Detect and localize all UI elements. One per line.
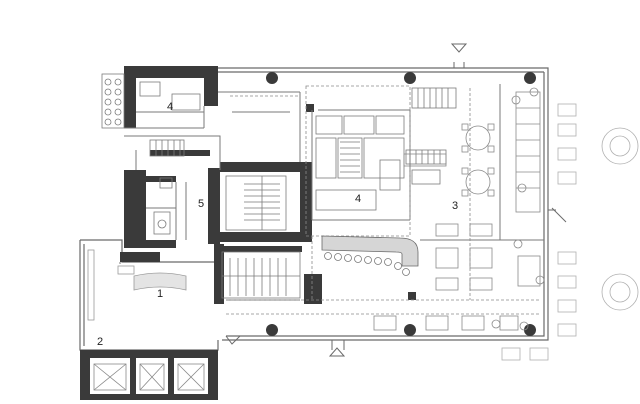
entry-arrows [225, 43, 567, 357]
lobby-furniture [87, 249, 187, 321]
room-label-1: 1 [157, 288, 163, 300]
terrace-furniture [501, 103, 639, 361]
room-label-4-upper: 4 [167, 101, 173, 113]
room-label-2: 2 [97, 336, 103, 348]
room-label-5: 5 [198, 198, 204, 210]
storage-lockers [93, 363, 205, 391]
kitchen-equipment [315, 115, 447, 211]
exterior-walls [79, 67, 549, 351]
bar-counter [321, 235, 419, 276]
structural-columns [266, 72, 536, 336]
dining-furniture [373, 87, 545, 331]
utility-fixtures [101, 73, 201, 235]
stair-core [149, 87, 457, 299]
room-label-4-kitchen: 4 [355, 193, 361, 205]
heavy-walls [80, 66, 322, 400]
room-label-3: 3 [452, 200, 458, 212]
